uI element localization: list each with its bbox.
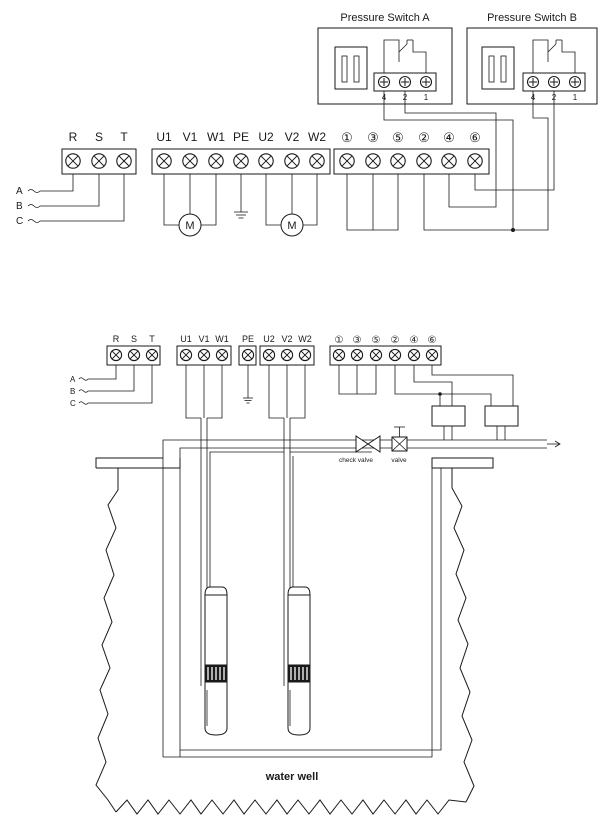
terminal-label-5: ⑤ xyxy=(392,130,404,145)
motor-2-symbol: M xyxy=(287,220,296,232)
b-terminal-label-t: T xyxy=(149,334,155,344)
motor-1-symbol: M xyxy=(185,220,194,232)
phase-label-c: C xyxy=(16,216,23,227)
terminal-label-u2: U2 xyxy=(258,130,274,144)
submersible-pump-1 xyxy=(204,586,228,736)
terminal-label-r: R xyxy=(69,130,78,144)
valve-icon: valve xyxy=(391,426,408,464)
b-terminal-label-4: ④ xyxy=(410,335,419,346)
b-terminal-label-u1: U1 xyxy=(180,334,192,344)
bottom-ground xyxy=(243,365,253,404)
b-terminal-label-6: ⑥ xyxy=(428,335,437,346)
terminal-label-u1: U1 xyxy=(156,130,172,144)
phase-label-b: B xyxy=(16,201,23,212)
b-terminal-label-u2: U2 xyxy=(263,334,275,344)
terminal-label-v1: V1 xyxy=(183,130,198,144)
bottom-terminal-labels: R S T U1 V1 W1 PE U2 V2 W2 ① ③ ⑤ ② ④ ⑥ xyxy=(113,334,437,346)
b-terminal-label-1: ① xyxy=(335,335,344,346)
pressure-switch-b: Pressure Switch B 4 2 1 xyxy=(466,12,598,105)
bottom-control-wiring xyxy=(338,365,519,440)
terminal-label-w1: W1 xyxy=(207,130,225,144)
pressure-switch-a-unit xyxy=(431,405,466,427)
terminal-label-1: ① xyxy=(341,130,353,145)
top-phase-inputs: A B C xyxy=(16,174,125,227)
top-terminal-blocks xyxy=(61,148,490,175)
valve-label: valve xyxy=(391,457,407,464)
submersible-pump-2 xyxy=(287,586,311,736)
terminal-label-pe: PE xyxy=(233,130,249,144)
terminal-label-4: ④ xyxy=(443,130,455,145)
terminal-label-2: ② xyxy=(418,130,430,145)
b-phase-label-c: C xyxy=(70,399,76,408)
b-terminal-label-3: ③ xyxy=(353,335,362,346)
check-valve-label: check valve xyxy=(339,457,373,464)
switch-a-pin-1: 1 xyxy=(424,93,429,102)
bottom-installation-diagram: R S T U1 V1 W1 PE U2 V2 W2 ① ③ ⑤ ② ④ ⑥ xyxy=(70,334,561,815)
b-terminal-label-5: ⑤ xyxy=(372,335,381,346)
terminal-label-6: ⑥ xyxy=(469,130,481,145)
phase-label-a: A xyxy=(16,186,23,197)
terminal-label-s: S xyxy=(95,130,103,144)
switch-b-pin-1: 1 xyxy=(573,93,578,102)
b-terminal-label-pe: PE xyxy=(242,334,254,344)
bottom-phase-inputs: A B C xyxy=(70,365,153,408)
top-ground xyxy=(234,174,248,219)
top-terminal-labels: R S T U1 V1 W1 PE U2 V2 W2 ① ③ ⑤ ② ④ ⑥ xyxy=(69,130,481,145)
terminal-label-v2: V2 xyxy=(285,130,300,144)
discharge-pipe xyxy=(162,439,561,757)
pressure-switch-b-unit xyxy=(484,405,519,427)
water-well: water well xyxy=(95,457,494,815)
b-terminal-label-v1: V1 xyxy=(198,334,209,344)
b-terminal-label-s: S xyxy=(131,334,137,344)
terminal-label-w2: W2 xyxy=(308,130,326,144)
b-terminal-label-r: R xyxy=(113,334,120,344)
pressure-switch-a-title: Pressure Switch A xyxy=(340,12,430,24)
pressure-switch-a: Pressure Switch A 4 2 1 xyxy=(317,12,453,105)
top-motor-1: M xyxy=(163,174,217,237)
terminal-label-3: ③ xyxy=(367,130,379,145)
b-terminal-label-w2: W2 xyxy=(298,334,312,344)
b-terminal-label-w1: W1 xyxy=(215,334,229,344)
b-terminal-label-v2: V2 xyxy=(281,334,292,344)
pressure-switch-b-title: Pressure Switch B xyxy=(487,12,577,24)
top-control-wiring xyxy=(346,91,555,232)
top-motor-2: M xyxy=(265,174,318,237)
top-wiring-diagram: Pressure Switch A 4 2 1 Pressure Switch … xyxy=(16,12,598,237)
b-phase-label-a: A xyxy=(70,375,76,384)
terminal-label-t: T xyxy=(120,130,128,144)
bottom-terminal-blocks xyxy=(106,345,442,366)
b-phase-label-b: B xyxy=(70,387,75,396)
b-terminal-label-2: ② xyxy=(391,335,400,346)
water-well-label: water well xyxy=(265,771,319,783)
check-valve-icon: check valve xyxy=(339,435,381,464)
pump-cables xyxy=(185,365,306,686)
